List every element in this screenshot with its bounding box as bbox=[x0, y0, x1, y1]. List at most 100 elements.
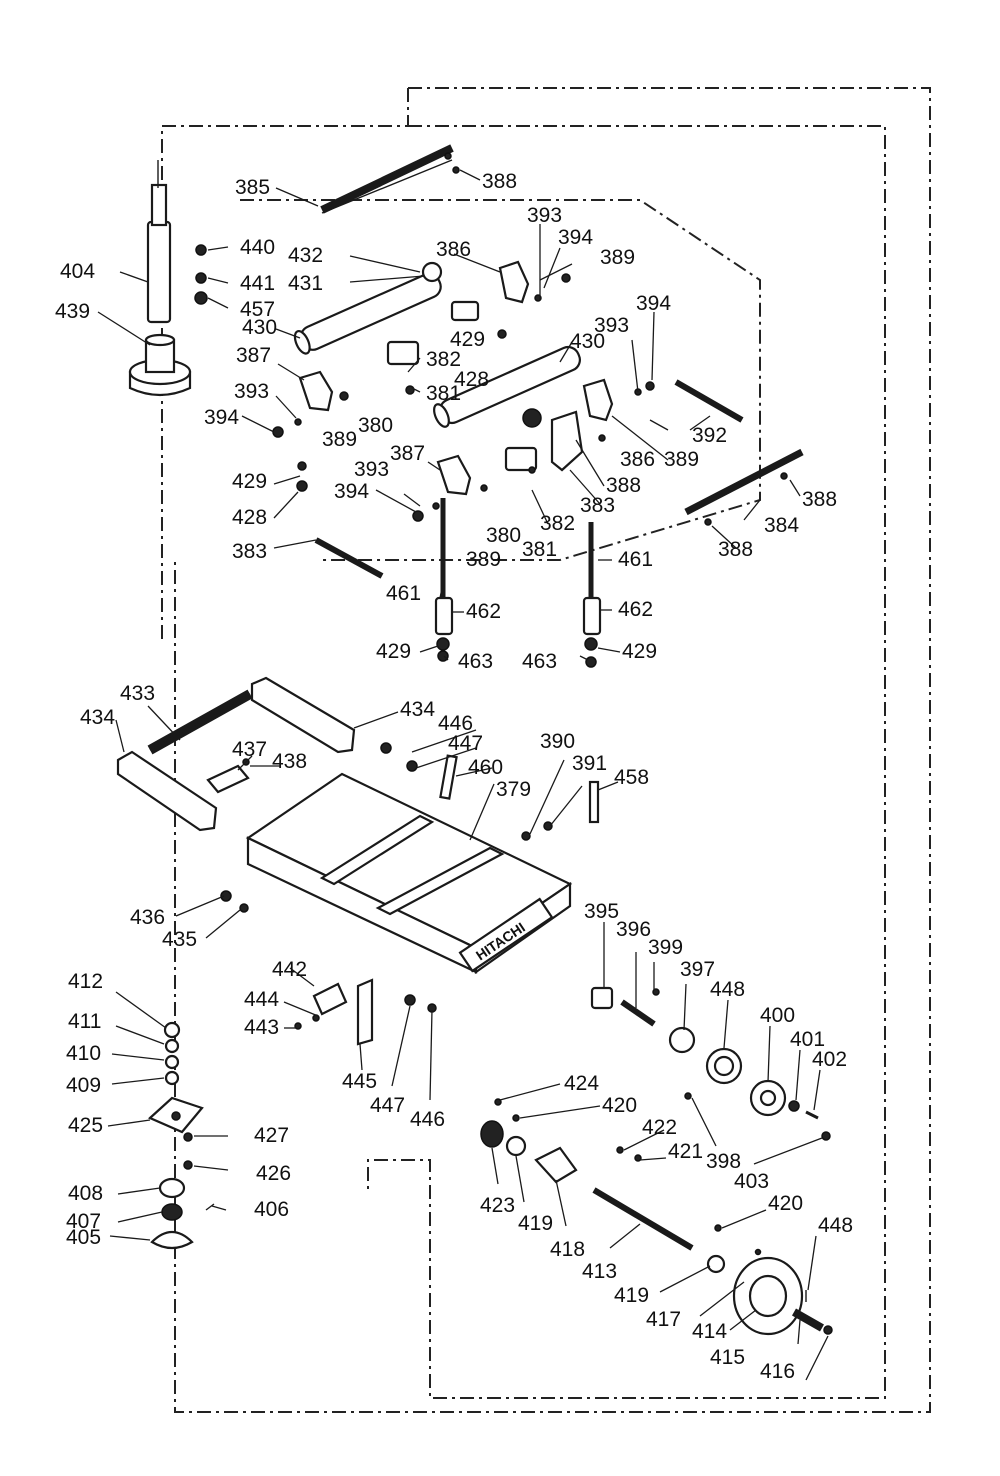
label-382-right: 382 bbox=[540, 512, 575, 535]
label-413: 413 bbox=[582, 1260, 617, 1283]
extension-tables bbox=[116, 676, 356, 832]
label-441: 441 bbox=[240, 272, 275, 295]
label-427: 427 bbox=[254, 1124, 289, 1147]
label-389-left: 389 bbox=[322, 428, 357, 451]
label-419-lower: 419 bbox=[614, 1284, 649, 1307]
label-448-top: 448 bbox=[710, 978, 745, 1001]
label-408: 408 bbox=[68, 1182, 103, 1205]
screw-402 bbox=[805, 1110, 819, 1120]
label-397: 397 bbox=[680, 958, 715, 981]
label-387-left: 387 bbox=[236, 344, 271, 367]
leader-lines bbox=[97, 169, 829, 1381]
label-463-left: 463 bbox=[458, 650, 493, 673]
label-422: 422 bbox=[642, 1116, 677, 1139]
label-391: 391 bbox=[572, 752, 607, 775]
label-420-lower: 420 bbox=[768, 1192, 803, 1215]
plate-460 bbox=[439, 754, 458, 800]
bushing-423 bbox=[480, 1120, 504, 1148]
cap-405 bbox=[150, 1230, 194, 1250]
main-table: HITACHI bbox=[220, 742, 600, 1046]
label-386-top: 386 bbox=[436, 238, 471, 261]
label-421: 421 bbox=[668, 1140, 703, 1163]
shaft-413 bbox=[592, 1187, 694, 1251]
label-429-top: 429 bbox=[450, 328, 485, 351]
label-416: 416 bbox=[760, 1360, 795, 1383]
bearing-431 bbox=[421, 261, 443, 283]
extension-wing-434-right bbox=[250, 676, 356, 754]
label-447-bottom: 447 bbox=[370, 1094, 405, 1117]
column-404 bbox=[146, 220, 172, 324]
label-383-right: 383 bbox=[580, 494, 615, 517]
washer-419-upper bbox=[505, 1135, 527, 1157]
table-brand-plate bbox=[458, 897, 554, 973]
label-402: 402 bbox=[812, 1048, 847, 1071]
label-379: 379 bbox=[496, 778, 531, 801]
label-394-right: 394 bbox=[636, 292, 671, 315]
label-412: 412 bbox=[68, 970, 103, 993]
bolt-440 bbox=[195, 244, 207, 256]
label-393-left: 393 bbox=[234, 380, 269, 403]
label-380-right: 380 bbox=[486, 524, 521, 547]
label-400: 400 bbox=[760, 1004, 795, 1027]
washer-410 bbox=[164, 1054, 180, 1070]
part-labels: 385 388 393 394 389 386 440 432 404 441 … bbox=[55, 170, 853, 1383]
label-394-top: 394 bbox=[558, 226, 593, 249]
label-389-right: 389 bbox=[664, 448, 699, 471]
label-457: 457 bbox=[240, 298, 275, 321]
label-409: 409 bbox=[66, 1074, 101, 1097]
label-389-top: 389 bbox=[600, 246, 635, 269]
label-381-right: 381 bbox=[522, 538, 557, 561]
label-382-left: 382 bbox=[426, 348, 461, 371]
label-430-upper: 430 bbox=[242, 316, 277, 339]
label-385: 385 bbox=[235, 176, 270, 199]
label-447-top: 447 bbox=[448, 732, 483, 755]
label-388-bottom: 388 bbox=[718, 538, 753, 561]
label-403: 403 bbox=[734, 1170, 769, 1193]
label-381-left: 381 bbox=[426, 382, 461, 405]
label-418: 418 bbox=[550, 1238, 585, 1261]
label-393-top: 393 bbox=[527, 204, 562, 227]
label-461-left: 461 bbox=[386, 582, 421, 605]
bracket-383-right bbox=[550, 410, 584, 472]
label-435: 435 bbox=[162, 928, 197, 951]
gear-407 bbox=[161, 1203, 183, 1221]
extension-wing-434-left bbox=[116, 750, 218, 832]
label-395: 395 bbox=[584, 900, 619, 923]
bracket-437 bbox=[206, 764, 250, 794]
bracket-387-left bbox=[298, 370, 334, 412]
gear-408 bbox=[158, 1177, 186, 1199]
label-417: 417 bbox=[646, 1308, 681, 1331]
bracket-442 bbox=[312, 982, 348, 1016]
label-428-upper: 428 bbox=[454, 368, 489, 391]
label-438: 438 bbox=[272, 750, 307, 773]
sleeve-462-left bbox=[434, 596, 454, 636]
bracket-386-upper bbox=[498, 260, 530, 304]
block-380-left bbox=[386, 340, 420, 366]
label-388-top: 388 bbox=[482, 170, 517, 193]
bracket-386-lower bbox=[582, 378, 614, 422]
gear-397 bbox=[668, 1026, 696, 1054]
label-426: 426 bbox=[256, 1162, 291, 1185]
label-387-center: 387 bbox=[390, 442, 425, 465]
label-433: 433 bbox=[120, 682, 155, 705]
label-430-lower: 430 bbox=[570, 330, 605, 353]
washer-419-lower bbox=[706, 1254, 726, 1274]
drive-mechanism bbox=[480, 986, 833, 1336]
label-388-mid: 388 bbox=[606, 474, 641, 497]
label-442: 442 bbox=[272, 958, 307, 981]
label-419-upper: 419 bbox=[518, 1212, 553, 1235]
collar-401 bbox=[788, 1100, 800, 1112]
label-380-left: 380 bbox=[358, 414, 393, 437]
label-392: 392 bbox=[692, 424, 727, 447]
label-411: 411 bbox=[68, 1010, 101, 1033]
label-401: 401 bbox=[790, 1028, 825, 1051]
label-458: 458 bbox=[614, 766, 649, 789]
upper-assembly-boundary bbox=[367, 125, 886, 1399]
label-410: 410 bbox=[66, 1042, 101, 1065]
block-429-upper bbox=[450, 300, 480, 322]
label-431: 431 bbox=[288, 272, 323, 295]
block-395 bbox=[590, 986, 614, 1010]
label-428-lower: 428 bbox=[232, 506, 267, 529]
shaft-384 bbox=[684, 448, 804, 516]
